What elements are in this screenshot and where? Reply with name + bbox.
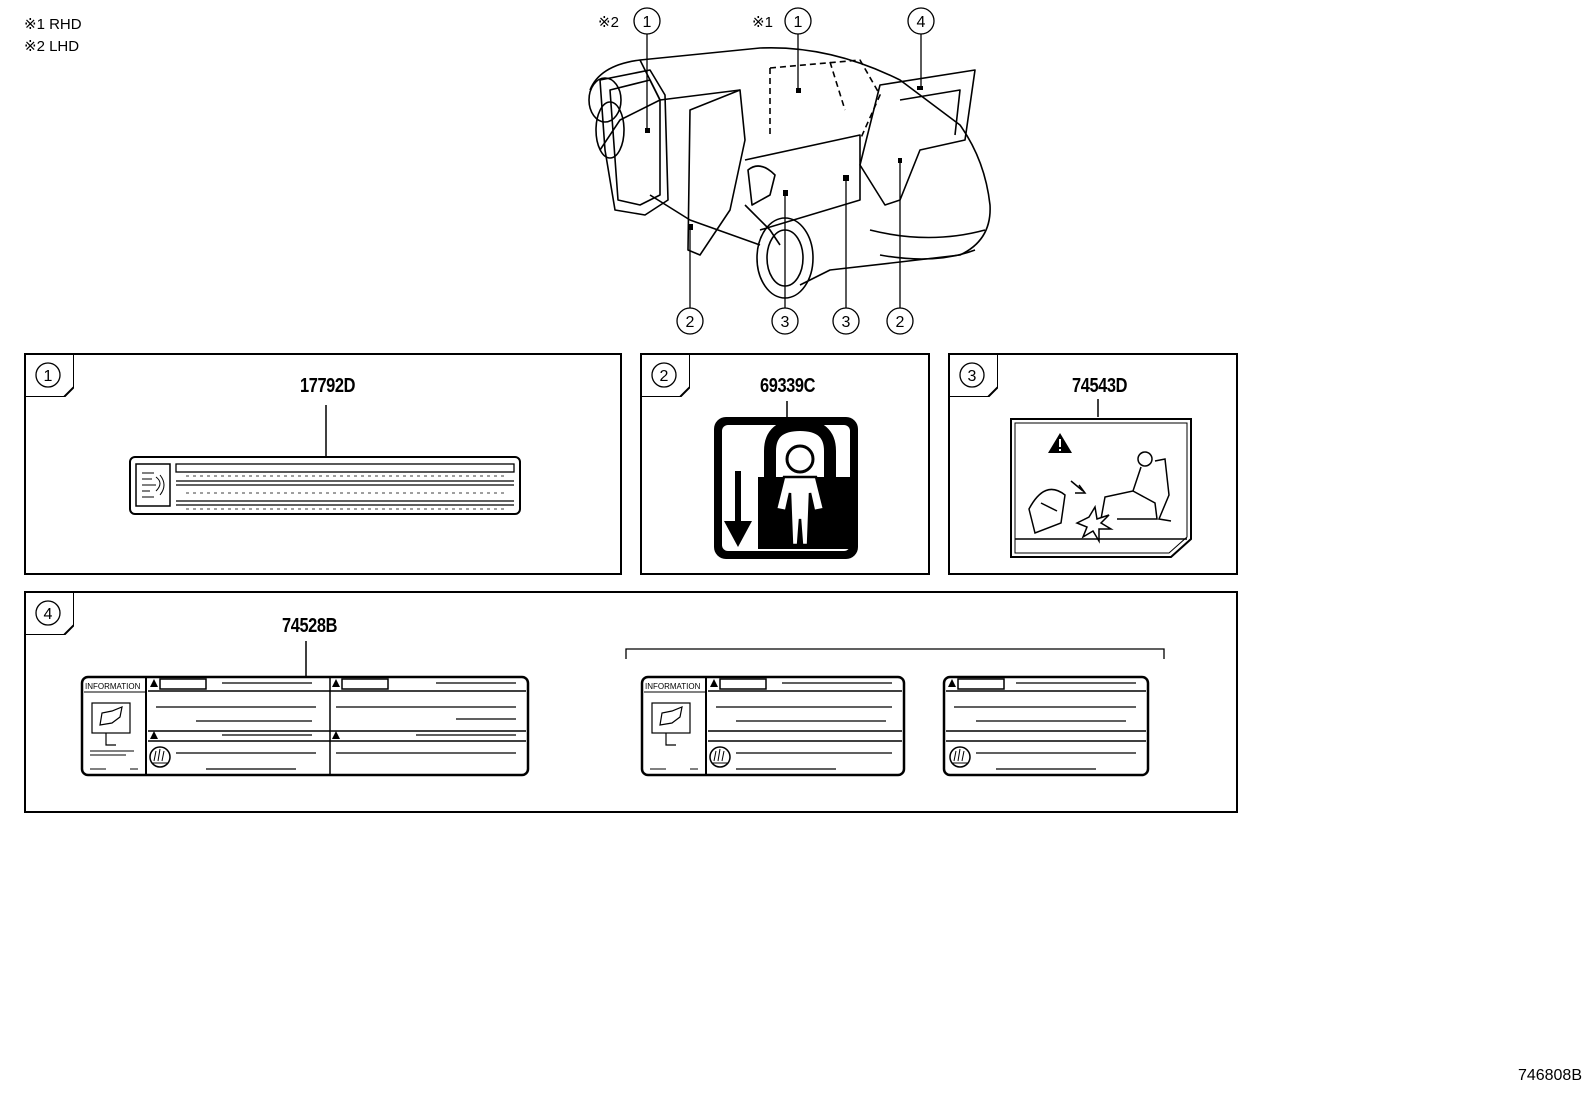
panel-tab: 3 bbox=[948, 353, 998, 397]
callout-number: 4 bbox=[917, 14, 926, 31]
callout-number: 2 bbox=[896, 314, 905, 331]
callout-2-rear: 2 bbox=[886, 307, 914, 335]
panel-tab: 4 bbox=[24, 591, 74, 635]
callout-number: 1 bbox=[794, 14, 803, 31]
callout-number: 3 bbox=[781, 314, 790, 331]
callout-1-rhd: ※1 1 bbox=[752, 7, 812, 35]
tailgate-label-illustrations: INFORMATION INFORMATIO bbox=[80, 641, 1165, 777]
information-text: INFORMATION bbox=[85, 682, 141, 691]
information-text: INFORMATION bbox=[645, 682, 701, 691]
callout-3-right: 3 bbox=[832, 307, 860, 335]
variant-legend: ※1 RHD ※2 LHD bbox=[24, 14, 82, 58]
callout-number: 3 bbox=[842, 314, 851, 331]
label-74528b-variant-plain bbox=[942, 675, 1150, 777]
callout-3-left: 3 bbox=[771, 307, 799, 335]
panel-number: 1 bbox=[44, 368, 53, 385]
legend-text: LHD bbox=[49, 38, 80, 55]
legend-mark: ※1 bbox=[24, 16, 45, 33]
legend-text: RHD bbox=[49, 16, 82, 33]
label-74528b-variant-info: INFORMATION bbox=[640, 675, 906, 777]
panel-tab: 1 bbox=[24, 353, 74, 397]
panel-tab: 2 bbox=[640, 353, 690, 397]
label-17792d-illustration bbox=[129, 405, 521, 515]
callout-mark: ※1 bbox=[752, 14, 773, 31]
panel-1: 1 17792D bbox=[24, 353, 622, 575]
part-number: 74543D bbox=[1072, 375, 1128, 397]
diagram-code: 746808B bbox=[1517, 1067, 1582, 1084]
vehicle-illustration: ※2 1 ※1 1 4 2 3 3 2 bbox=[588, 7, 991, 335]
callout-1-lhd: ※2 1 bbox=[598, 7, 661, 35]
legend-rhd: ※1 RHD bbox=[24, 14, 82, 36]
panel-number: 2 bbox=[660, 368, 669, 385]
callout-mark: ※2 bbox=[598, 14, 619, 31]
callout-number: 1 bbox=[643, 14, 652, 31]
part-number: 17792D bbox=[300, 375, 356, 397]
panel-2: 2 69339C bbox=[640, 353, 930, 575]
panel-4: 4 74528B INFORMATION bbox=[24, 591, 1238, 813]
part-number: 69339C bbox=[760, 375, 816, 397]
panel-number: 4 bbox=[44, 606, 53, 623]
callout-2-front: 2 bbox=[676, 307, 704, 335]
label-74528b-full: INFORMATION bbox=[80, 675, 530, 777]
callout-4: 4 bbox=[907, 7, 935, 35]
child-lock-label-illustration bbox=[714, 401, 858, 559]
callout-number: 2 bbox=[686, 314, 695, 331]
panel-number: 3 bbox=[968, 368, 977, 385]
legend-mark: ※2 bbox=[24, 38, 45, 55]
seat-warning-label-illustration bbox=[1010, 399, 1192, 558]
part-number: 74528B bbox=[282, 615, 338, 637]
panel-3: 3 74543D bbox=[948, 353, 1238, 575]
legend-lhd: ※2 LHD bbox=[24, 36, 82, 58]
